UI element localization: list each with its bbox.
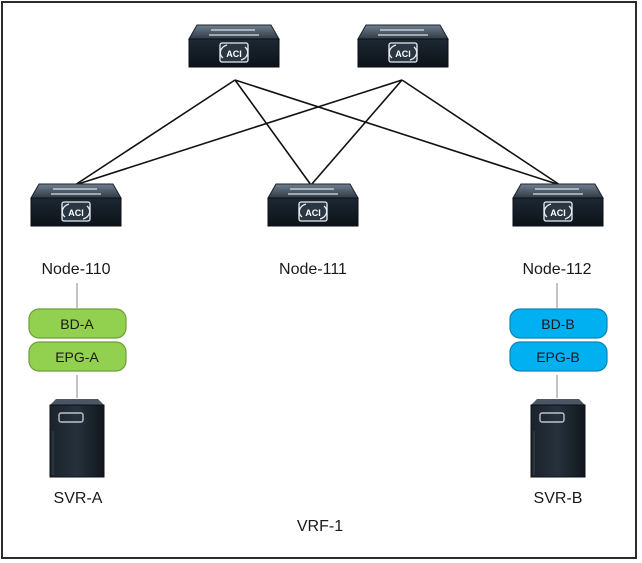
link-spine1-node111: [234, 79, 312, 186]
node-112-switch: ACI: [512, 183, 604, 227]
link-spine1-node112: [234, 79, 561, 186]
svr-a-label: SVR-A: [54, 490, 103, 507]
aci-switch-icon: [188, 24, 280, 68]
node-111-label: Node-111: [279, 261, 347, 278]
server-icon: [530, 399, 586, 478]
fabric-links: [74, 79, 561, 398]
server-icon: [49, 399, 105, 478]
epg-a-label: EPG-A: [55, 349, 99, 365]
epg-b-box: EPG-B: [509, 341, 608, 372]
link-spine2-node112: [401, 79, 561, 186]
aci-switch-icon: [30, 183, 122, 227]
bd-a-label: BD-A: [60, 316, 94, 332]
bd-b-box: BD-B: [509, 308, 608, 339]
link-spine1-node110: [74, 79, 236, 186]
node-110-switch: ACI: [30, 183, 122, 227]
svr-b-label: SVR-B: [534, 490, 583, 507]
node-112-label: Node-112: [522, 261, 591, 278]
aci-switch-icon: [512, 183, 604, 227]
node-111-switch: ACI: [267, 183, 359, 227]
switch-badge-text: ACI: [68, 208, 84, 218]
vrf-label: VRF-1: [297, 518, 343, 535]
switch-badge-text: ACI: [550, 208, 566, 218]
link-spine2-node110: [74, 79, 403, 186]
svr-a-server: [49, 399, 105, 478]
aci-switch-icon: [267, 183, 359, 227]
epg-a-box: EPG-A: [28, 341, 127, 372]
svr-b-server: [530, 399, 586, 478]
aci-switch-icon: [357, 24, 449, 68]
spine-1-switch: ACI: [188, 24, 280, 68]
link-spine2-node111: [310, 79, 403, 186]
spine-2-switch: ACI: [357, 24, 449, 68]
node-110-label: Node-110: [41, 261, 110, 278]
epg-b-label: EPG-B: [536, 349, 580, 365]
switch-badge-text: ACI: [305, 208, 321, 218]
switch-badge-text: ACI: [395, 49, 411, 59]
bd-a-box: BD-A: [28, 308, 127, 339]
bd-b-label: BD-B: [541, 316, 574, 332]
switch-badge-text: ACI: [226, 49, 242, 59]
